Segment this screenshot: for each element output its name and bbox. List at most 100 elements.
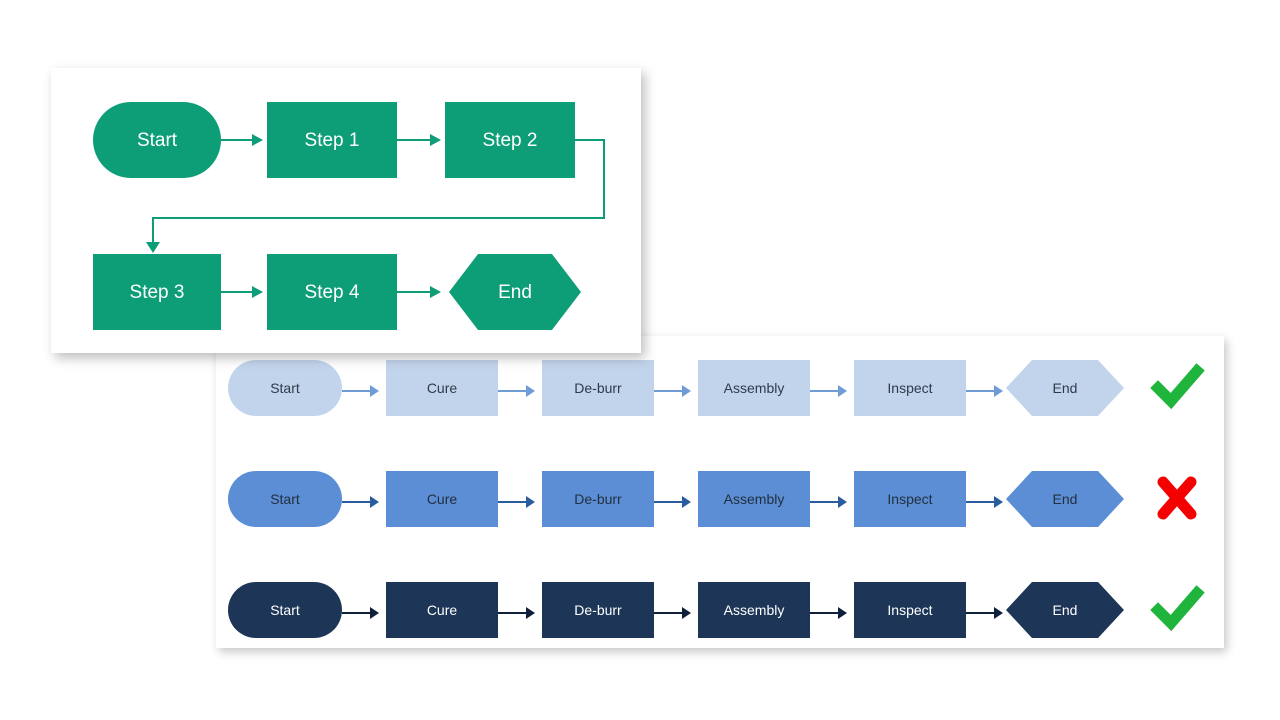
connector-start-cure: [342, 607, 386, 619]
node-label: Start: [270, 380, 300, 396]
node-label: Cure: [426, 380, 458, 396]
node-shape-rounded: [228, 360, 342, 416]
node-step-4[interactable]: Step 4: [267, 254, 397, 330]
connector-assembly-inspect: [810, 607, 854, 619]
arrow-head-icon: [994, 607, 1003, 619]
connector-line: [342, 390, 372, 392]
node-label: End: [1052, 602, 1078, 618]
node-end[interactable]: End: [1006, 360, 1124, 416]
connector-line: [810, 501, 840, 503]
node-end[interactable]: End: [1006, 471, 1124, 527]
connector-line-down: [603, 139, 605, 219]
node-label: Assembly: [723, 602, 785, 618]
node-start[interactable]: Start: [228, 471, 342, 527]
connector-inspect-end: [966, 496, 1010, 508]
node-label: Start: [270, 602, 300, 618]
connector-cure-deburr: [498, 385, 542, 397]
arrow-head-icon: [682, 607, 691, 619]
node-shape-hexagon: [1006, 360, 1124, 416]
connector-line: [966, 390, 996, 392]
connector-line: [810, 612, 840, 614]
connector-step3-step4: [221, 285, 267, 299]
node-deburr[interactable]: De-burr: [542, 582, 654, 638]
arrow-head-icon: [682, 385, 691, 397]
connector-deburr-assembly: [654, 607, 698, 619]
connector-inspect-end: [966, 607, 1010, 619]
node-label: Step 3: [129, 281, 185, 303]
green-flowchart-panel: Start Step 1 Step 2 Step 3: [51, 68, 641, 353]
node-step-3[interactable]: Step 3: [93, 254, 221, 330]
arrow-head-icon: [370, 385, 379, 397]
node-inspect[interactable]: Inspect: [854, 582, 966, 638]
arrow-head-icon: [838, 385, 847, 397]
arrow-head-icon: [370, 607, 379, 619]
connector-line: [654, 501, 684, 503]
node-end[interactable]: End: [1006, 582, 1124, 638]
node-assembly[interactable]: Assembly: [698, 471, 810, 527]
arrow-head-icon: [430, 286, 441, 298]
variant-row-medium[interactable]: Start Cure De-burr: [216, 455, 1224, 545]
node-label: Cure: [426, 602, 458, 618]
variant-row-light[interactable]: Start Cure De-burr: [216, 344, 1224, 434]
connector-line: [498, 501, 528, 503]
connector-line: [654, 390, 684, 392]
node-start[interactable]: Start: [93, 102, 221, 178]
node-label: Inspect: [887, 491, 933, 507]
status-check-icon: [1148, 580, 1206, 638]
node-step-2[interactable]: Step 2: [445, 102, 575, 178]
node-deburr[interactable]: De-burr: [542, 471, 654, 527]
node-assembly[interactable]: Assembly: [698, 582, 810, 638]
node-shape-rectangle: [854, 582, 966, 638]
node-shape-rectangle: [854, 471, 966, 527]
node-deburr[interactable]: De-burr: [542, 360, 654, 416]
node-assembly[interactable]: Assembly: [698, 360, 810, 416]
node-inspect[interactable]: Inspect: [854, 471, 966, 527]
node-label: De-burr: [574, 491, 622, 507]
node-shape-hexagon: [449, 254, 581, 330]
node-label: End: [1052, 380, 1078, 396]
connector-line-out: [575, 139, 605, 141]
connector-cure-deburr: [498, 607, 542, 619]
node-label: End: [1052, 491, 1078, 507]
connector-line-back: [152, 217, 605, 219]
node-shape-rectangle: [698, 471, 810, 527]
node-label: De-burr: [574, 380, 622, 396]
status-cross-icon: [1148, 469, 1206, 527]
node-inspect[interactable]: Inspect: [854, 360, 966, 416]
arrow-head-icon: [252, 286, 263, 298]
node-label: Inspect: [887, 380, 933, 396]
connector-start-cure: [342, 385, 386, 397]
arrow-head-icon: [146, 242, 160, 253]
node-shape-rectangle: [386, 582, 498, 638]
node-label: Start: [270, 491, 300, 507]
node-cure[interactable]: Cure: [386, 360, 498, 416]
connector-step1-step2: [397, 133, 445, 147]
node-label: Assembly: [723, 491, 785, 507]
arrow-head-icon: [526, 496, 535, 508]
node-label: Step 1: [304, 129, 360, 151]
arrow-head-icon: [252, 134, 263, 146]
connector-line: [810, 390, 840, 392]
node-end[interactable]: End: [449, 254, 581, 330]
connector-inspect-end: [966, 385, 1010, 397]
node-cure[interactable]: Cure: [386, 582, 498, 638]
node-start[interactable]: Start: [228, 582, 342, 638]
variant-row-dark[interactable]: Start Cure De-burr: [216, 566, 1224, 656]
connector-line: [498, 612, 528, 614]
arrow-head-icon: [370, 496, 379, 508]
connector-line: [342, 501, 372, 503]
connector-deburr-assembly: [654, 496, 698, 508]
node-label: End: [498, 281, 532, 303]
node-step-1[interactable]: Step 1: [267, 102, 397, 178]
node-cure[interactable]: Cure: [386, 471, 498, 527]
arrow-head-icon: [838, 607, 847, 619]
connector-line: [966, 612, 996, 614]
node-label: Cure: [426, 491, 458, 507]
node-shape-rectangle: [386, 471, 498, 527]
connector-line-in: [152, 217, 154, 246]
arrow-head-icon: [994, 385, 1003, 397]
node-shape-rectangle: [542, 582, 654, 638]
arrow-head-icon: [838, 496, 847, 508]
node-start[interactable]: Start: [228, 360, 342, 416]
